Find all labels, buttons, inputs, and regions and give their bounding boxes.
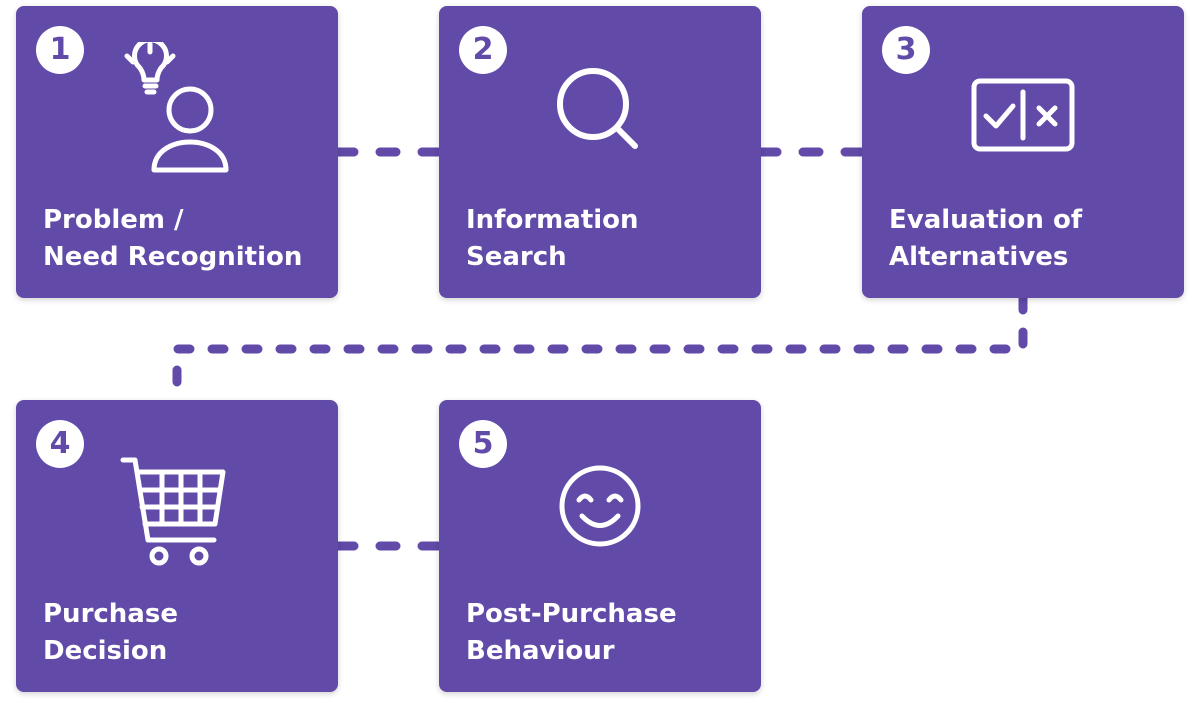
shopping-cart-icon bbox=[117, 436, 237, 574]
step-number-badge: 4 bbox=[36, 420, 84, 468]
step-card-5: 5 Post-Purchase Behaviour bbox=[439, 400, 761, 692]
step-card-1: 1 Problem / Need Recognition bbox=[16, 6, 338, 298]
step-title: Problem / Need Recognition bbox=[43, 205, 303, 272]
step-title: Post-Purchase Behaviour bbox=[466, 599, 677, 666]
step-number-badge: 1 bbox=[36, 26, 84, 74]
step-title: Purchase Decision bbox=[43, 599, 178, 666]
check-cross-icon bbox=[963, 42, 1083, 180]
connector-3-4 bbox=[172, 293, 1028, 405]
step-card-3: 3 Evaluation of Alternatives bbox=[862, 6, 1184, 298]
step-card-2: 2 Information Search bbox=[439, 6, 761, 298]
step-number-badge: 3 bbox=[882, 26, 930, 74]
step-card-4: 4 Purchase Decision bbox=[16, 400, 338, 692]
step-title: Information Search bbox=[466, 205, 639, 272]
magnifier-icon bbox=[540, 42, 660, 180]
step-title: Evaluation of Alternatives bbox=[889, 205, 1083, 272]
lightbulb-person-icon bbox=[117, 42, 237, 180]
smiley-icon bbox=[540, 436, 660, 574]
step-number-badge: 5 bbox=[459, 420, 507, 468]
step-number-badge: 2 bbox=[459, 26, 507, 74]
